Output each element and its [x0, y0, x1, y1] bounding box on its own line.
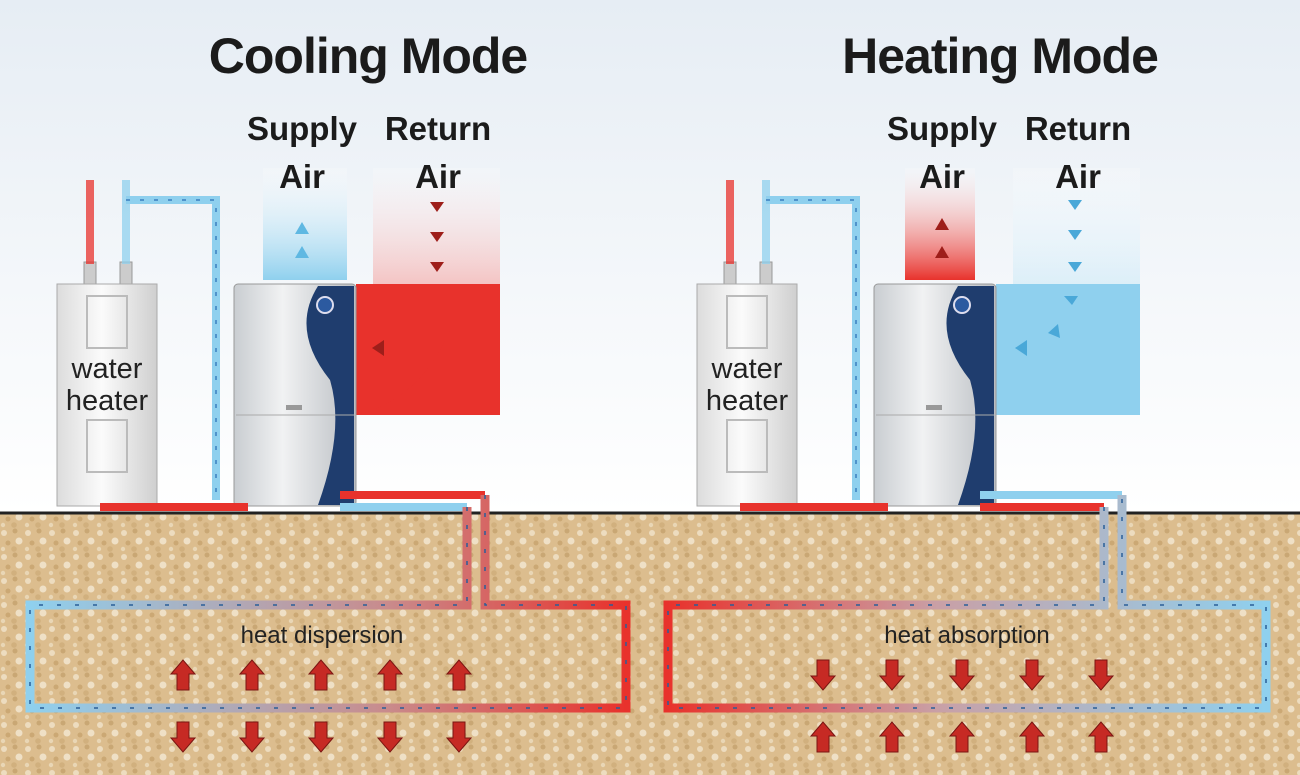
cold-water-pipe: [762, 180, 770, 264]
heat-pump-unit: [233, 283, 357, 507]
heat-up-arrow-icon: [1018, 721, 1046, 753]
heat-arrows: [809, 659, 1115, 753]
supply-label-line2: Air: [919, 158, 965, 195]
water-heater-label-line2: heater: [706, 385, 789, 417]
supply-flow-arrow: [295, 222, 309, 234]
return-flow-arrow: [1068, 262, 1082, 272]
return-flow-arrow: [1015, 340, 1027, 356]
water-return-pipe: [100, 503, 248, 511]
supply-label-line2: Air: [279, 158, 325, 195]
loop-label: heat absorption: [884, 622, 1049, 649]
water-heater: water heater: [56, 180, 158, 507]
heat-down-arrow-icon: [809, 659, 837, 691]
heat-up-arrow-icon: [307, 659, 335, 691]
water-return-pipe: [740, 503, 888, 511]
panel-title: Cooling Mode: [209, 28, 528, 84]
water-heater-label-line2: heater: [66, 385, 149, 417]
loop-label: heat dispersion: [241, 622, 404, 649]
heat-down-arrow-icon: [376, 721, 404, 753]
return-label-line2: Air: [415, 158, 461, 195]
heat-up-arrow-icon: [238, 659, 266, 691]
heat-up-arrow-icon: [169, 659, 197, 691]
heat-down-arrow-icon: [445, 721, 473, 753]
heat-down-arrow-icon: [238, 721, 266, 753]
heat-up-arrow-icon: [809, 721, 837, 753]
water-heater-tank: [696, 283, 798, 507]
supply-air-duct: [263, 168, 347, 280]
return-air-elbow: [996, 284, 1140, 415]
return-label-line2: Air: [1055, 158, 1101, 195]
return-flow-arrow: [1068, 230, 1082, 240]
supply-label-line1: Supply: [247, 110, 358, 147]
brand-logo-icon: [316, 296, 334, 314]
heat-up-arrow-icon: [1087, 721, 1115, 753]
heat-down-arrow-icon: [1018, 659, 1046, 691]
supply-label-line1: Supply: [887, 110, 998, 147]
ground-soil: [0, 513, 1300, 775]
heat-down-arrow-icon: [307, 721, 335, 753]
return-flow-arrow: [1064, 296, 1078, 305]
hot-water-pipe: [86, 180, 94, 264]
return-flow-arrow: [430, 232, 444, 242]
heat-down-arrow-icon: [948, 659, 976, 691]
water-heater-label-line1: water: [71, 353, 143, 385]
heat-down-arrow-icon: [169, 721, 197, 753]
brand-logo-icon: [953, 296, 971, 314]
return-label-line1: Return: [1025, 110, 1131, 147]
hot-water-pipe: [726, 180, 734, 264]
water-heater: water heater: [696, 180, 798, 507]
heat-up-arrow-icon: [445, 659, 473, 691]
water-heater-tank: [56, 283, 158, 507]
return-label-line1: Return: [385, 110, 491, 147]
heating-panel: Heating Mode Supply Air Return Air water…: [663, 28, 1271, 753]
return-flow-arrow: [430, 202, 444, 212]
cooling-panel: Cooling Mode Supply Air Return Air water…: [25, 28, 631, 753]
heat-pump-unit: [873, 283, 997, 507]
heat-up-arrow-icon: [948, 721, 976, 753]
supply-flow-arrow: [935, 218, 949, 230]
return-flow-arrow: [1068, 200, 1082, 210]
heat-down-arrow-icon: [878, 659, 906, 691]
heat-pump-navy-panel: [946, 286, 994, 505]
heat-arrows: [169, 659, 473, 753]
return-flow-arrow: [430, 262, 444, 272]
supply-flow-arrow: [295, 246, 309, 258]
return-flow-arrow: [1048, 324, 1060, 338]
heat-up-arrow-icon: [376, 659, 404, 691]
cold-water-pipe: [122, 180, 130, 264]
heat-pump-navy-panel: [306, 286, 354, 505]
water-heater-label-line1: water: [711, 353, 783, 385]
return-flow-arrow: [372, 340, 384, 356]
heat-up-arrow-icon: [878, 721, 906, 753]
heat-down-arrow-icon: [1087, 659, 1115, 691]
supply-flow-arrow: [935, 246, 949, 258]
return-air-elbow-curve: [356, 330, 500, 415]
panel-title: Heating Mode: [842, 28, 1158, 84]
